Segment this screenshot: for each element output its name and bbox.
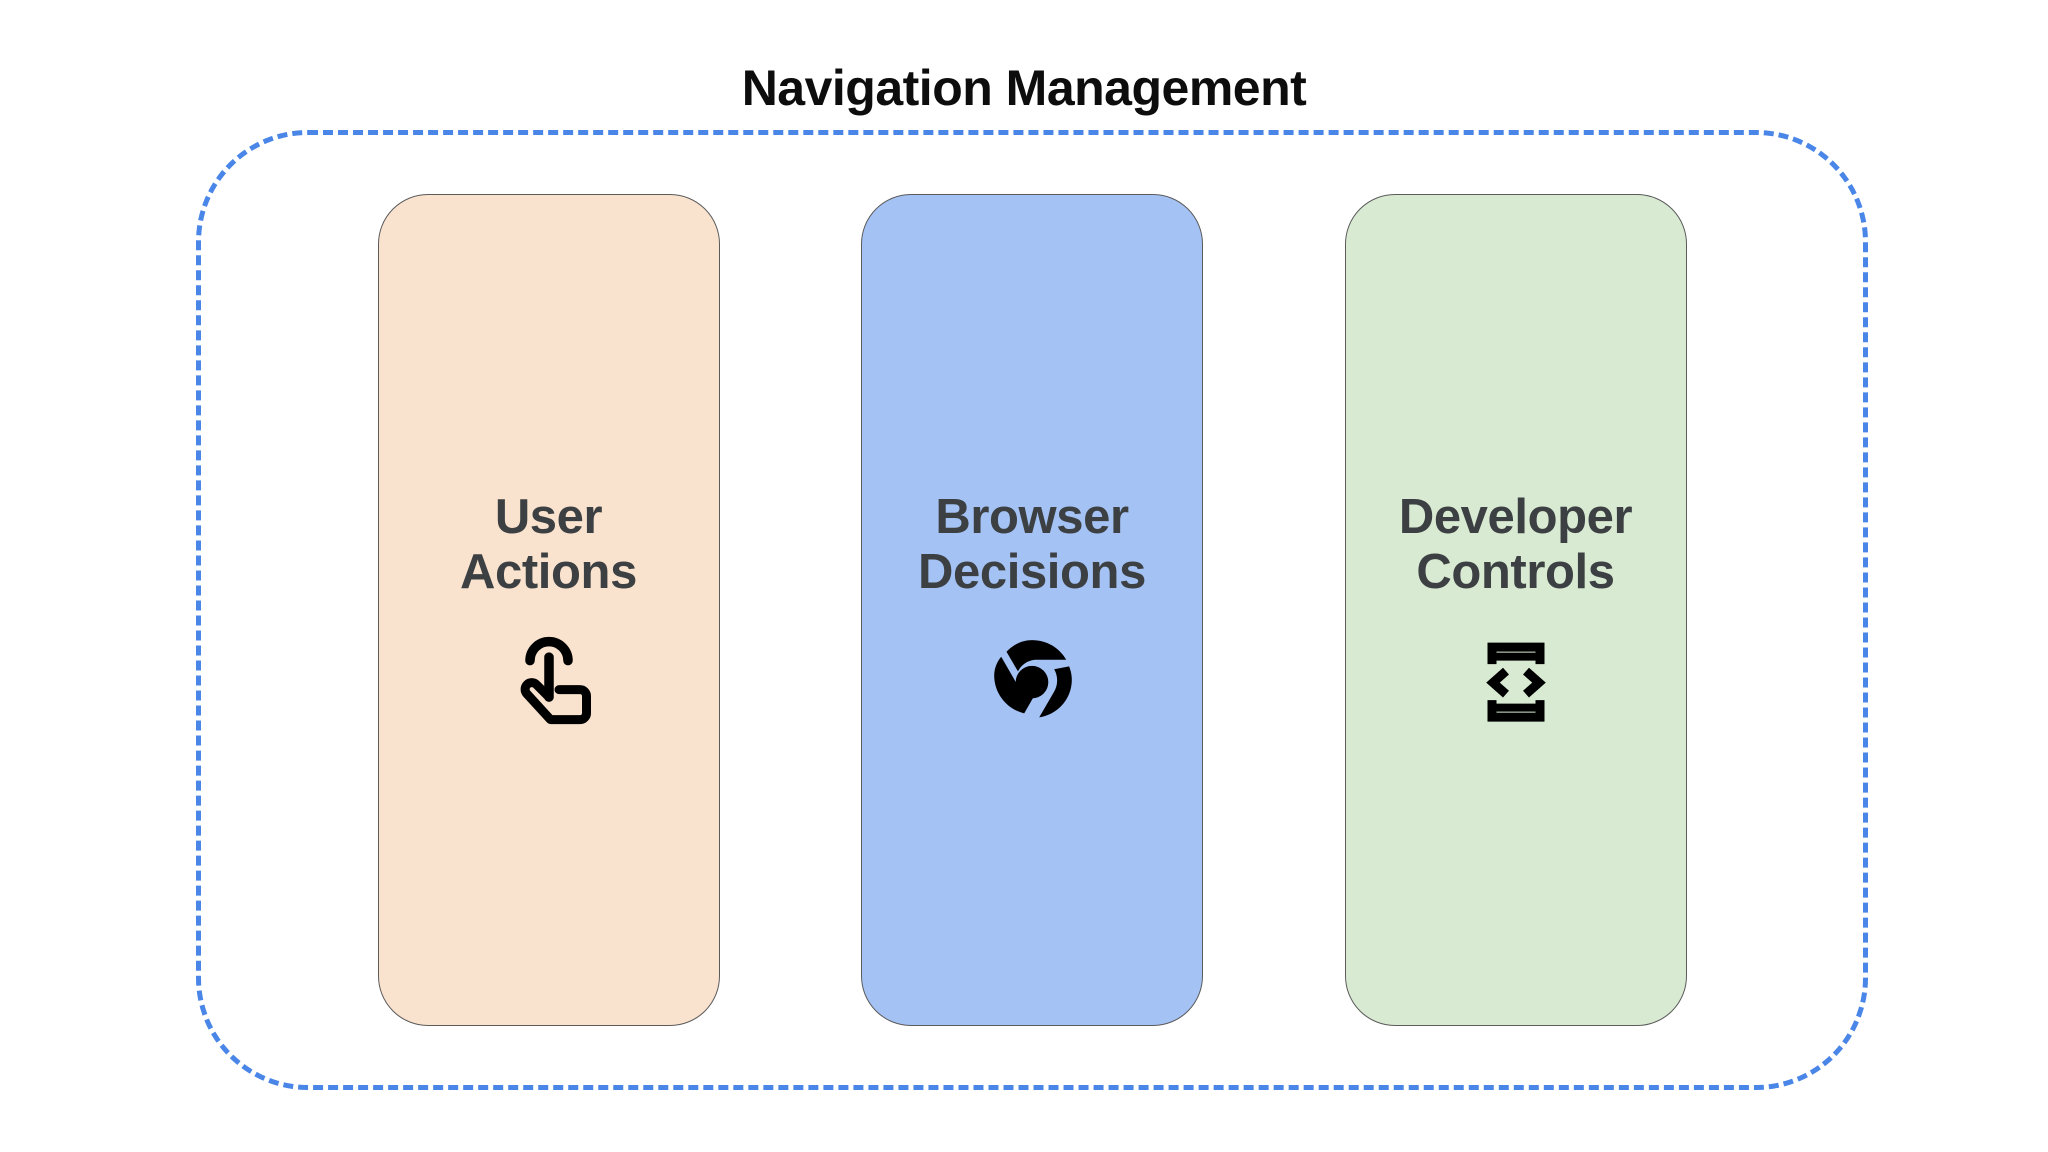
developer-mode-icon	[1468, 634, 1564, 730]
card-browser-decisions[interactable]: Browser Decisions	[861, 194, 1203, 1026]
card-user-actions[interactable]: User Actions	[377, 194, 720, 1026]
card-label: Developer Controls	[1398, 490, 1633, 599]
card-label: User Actions	[460, 490, 637, 599]
card-content: Developer Controls	[1346, 490, 1686, 730]
page-title: Navigation Management	[741, 59, 1307, 116]
chrome-logo-icon	[984, 634, 1080, 730]
card-content: User Actions	[379, 490, 719, 730]
dashed-group-boundary	[196, 130, 1868, 1090]
card-label: Browser Decisions	[918, 490, 1146, 599]
card-content: Browser Decisions	[862, 490, 1202, 730]
cards-row: User Actions Browser Decisions	[196, 130, 1868, 1090]
touch-app-icon	[501, 634, 597, 730]
card-developer-controls[interactable]: Developer Controls	[1344, 194, 1687, 1026]
